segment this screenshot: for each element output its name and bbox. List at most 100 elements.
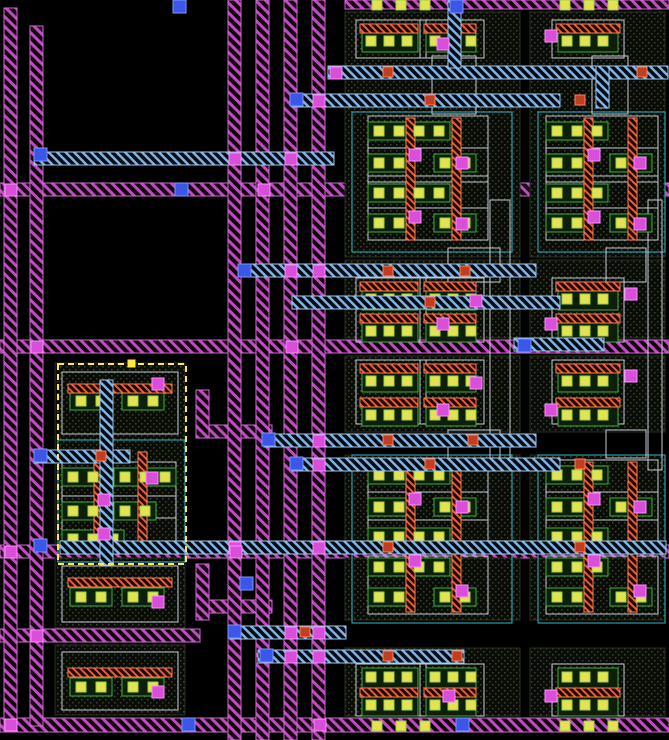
via[interactable] — [455, 156, 469, 170]
via[interactable] — [587, 148, 601, 162]
contact[interactable] — [583, 0, 595, 11]
contact[interactable] — [429, 325, 441, 337]
contact[interactable] — [401, 35, 413, 47]
contact[interactable] — [447, 325, 459, 337]
poly-contact[interactable] — [382, 541, 394, 553]
contact[interactable] — [579, 375, 591, 387]
contact[interactable] — [579, 699, 591, 711]
port-pin[interactable] — [259, 648, 274, 663]
poly-gate[interactable] — [359, 687, 419, 698]
via[interactable] — [408, 554, 422, 568]
via[interactable] — [587, 554, 601, 568]
contact[interactable] — [579, 671, 591, 683]
contact[interactable] — [119, 471, 131, 483]
contact[interactable] — [615, 591, 627, 603]
metal1-rail[interactable] — [344, 0, 669, 10]
contact[interactable] — [429, 375, 441, 387]
contact[interactable] — [551, 217, 563, 229]
via[interactable] — [587, 492, 601, 506]
via[interactable] — [442, 689, 456, 703]
contact[interactable] — [127, 591, 139, 603]
contact[interactable] — [87, 471, 99, 483]
metal-outline[interactable] — [367, 147, 489, 209]
port-pin[interactable] — [289, 456, 304, 471]
via[interactable] — [4, 183, 18, 197]
contact[interactable] — [393, 561, 405, 573]
via[interactable] — [30, 340, 44, 354]
contact[interactable] — [561, 293, 573, 305]
via[interactable] — [284, 264, 298, 278]
poly-contact[interactable] — [382, 650, 394, 662]
contact[interactable] — [579, 293, 591, 305]
via[interactable] — [329, 66, 343, 80]
contact[interactable] — [465, 699, 477, 711]
contact[interactable] — [419, 0, 431, 11]
contact[interactable] — [401, 699, 413, 711]
contact[interactable] — [393, 187, 405, 199]
poly-gate[interactable] — [555, 23, 621, 34]
contact[interactable] — [67, 505, 79, 517]
contact[interactable] — [559, 720, 571, 732]
metal3-outline[interactable] — [537, 454, 666, 624]
metal1-rail[interactable] — [195, 563, 210, 621]
contact[interactable] — [75, 591, 87, 603]
contact[interactable] — [597, 35, 609, 47]
poly-gate[interactable] — [405, 117, 416, 241]
contact[interactable] — [373, 125, 385, 137]
port-pin[interactable] — [261, 432, 276, 447]
metal-outline[interactable] — [61, 371, 179, 435]
via[interactable] — [312, 94, 326, 108]
contact[interactable] — [365, 35, 377, 47]
via[interactable] — [436, 37, 450, 51]
contact[interactable] — [393, 591, 405, 603]
metal2-wire[interactable] — [33, 449, 131, 464]
contact[interactable] — [571, 187, 583, 199]
metal2-wire[interactable] — [595, 65, 610, 109]
port-pin[interactable] — [33, 538, 48, 553]
metal1-rail[interactable] — [29, 25, 44, 727]
via[interactable] — [257, 183, 271, 197]
contact[interactable] — [365, 699, 377, 711]
contact[interactable] — [579, 409, 591, 421]
poly-gate[interactable] — [359, 23, 419, 34]
via[interactable] — [624, 369, 638, 383]
poly-gate[interactable] — [423, 363, 477, 374]
port-pin[interactable] — [289, 92, 304, 107]
via[interactable] — [228, 152, 242, 166]
contact[interactable] — [373, 187, 385, 199]
contact[interactable] — [365, 671, 377, 683]
metal-outline[interactable] — [61, 651, 179, 711]
contact[interactable] — [551, 157, 563, 169]
via[interactable] — [408, 210, 422, 224]
poly-contact[interactable] — [95, 450, 107, 462]
poly-gate[interactable] — [627, 117, 638, 241]
poly-contact[interactable] — [424, 94, 436, 106]
metal-outline[interactable] — [605, 247, 647, 283]
contact[interactable] — [433, 561, 445, 573]
port-pin[interactable] — [239, 576, 254, 591]
contact[interactable] — [119, 505, 131, 517]
port-pin[interactable] — [455, 717, 470, 732]
port-pin[interactable] — [449, 0, 464, 14]
metal-outline[interactable] — [545, 555, 659, 615]
contact[interactable] — [373, 591, 385, 603]
metal-outline[interactable] — [367, 181, 489, 241]
poly-contact[interactable] — [459, 265, 471, 277]
contact[interactable] — [395, 0, 407, 11]
contact[interactable] — [465, 35, 477, 47]
via[interactable] — [229, 545, 243, 559]
poly-gate[interactable] — [583, 117, 594, 241]
port-pin[interactable] — [181, 717, 196, 732]
port-pin[interactable] — [172, 0, 187, 14]
contact[interactable] — [393, 157, 405, 169]
contact[interactable] — [561, 325, 573, 337]
contact[interactable] — [561, 375, 573, 387]
via[interactable] — [312, 458, 326, 472]
contact[interactable] — [465, 409, 477, 421]
contact[interactable] — [559, 0, 571, 11]
poly-gate[interactable] — [627, 461, 638, 613]
contact[interactable] — [579, 35, 591, 47]
metal-outline[interactable] — [367, 115, 489, 177]
contact[interactable] — [465, 671, 477, 683]
contact[interactable] — [591, 187, 603, 199]
